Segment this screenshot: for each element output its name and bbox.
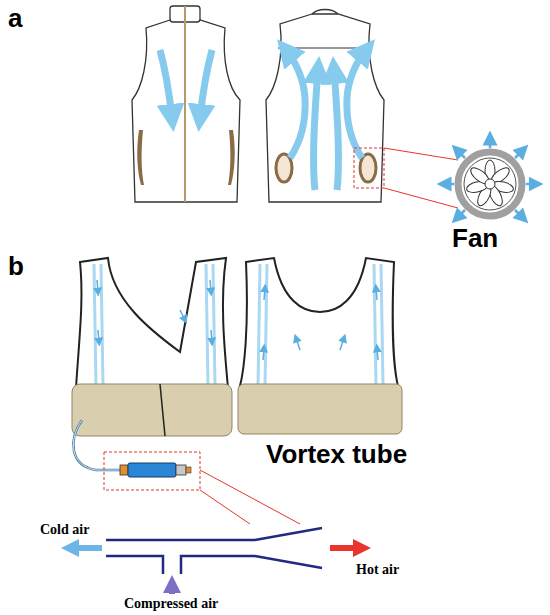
vortex-tube-schematic — [106, 528, 322, 574]
part-label: Fan — [452, 224, 498, 253]
part-label: Vortex tube — [266, 440, 407, 469]
hot-air-arrow — [330, 545, 362, 551]
flow-label: Hot air — [356, 562, 399, 577]
fan-detail — [444, 138, 536, 218]
front-vest-b — [72, 258, 232, 436]
back-vest-a — [266, 10, 458, 209]
panel-letter: b — [8, 252, 24, 281]
cold-air-arrow — [70, 545, 102, 551]
compressed-air-arrow — [169, 584, 175, 594]
flow-label: Cold air — [40, 522, 89, 537]
vortex-tube-device — [73, 420, 300, 524]
front-vest-a — [132, 6, 240, 202]
back-vest-b — [238, 258, 402, 434]
panel-letter: a — [8, 4, 22, 33]
flow-label: Compressed air — [124, 596, 218, 611]
